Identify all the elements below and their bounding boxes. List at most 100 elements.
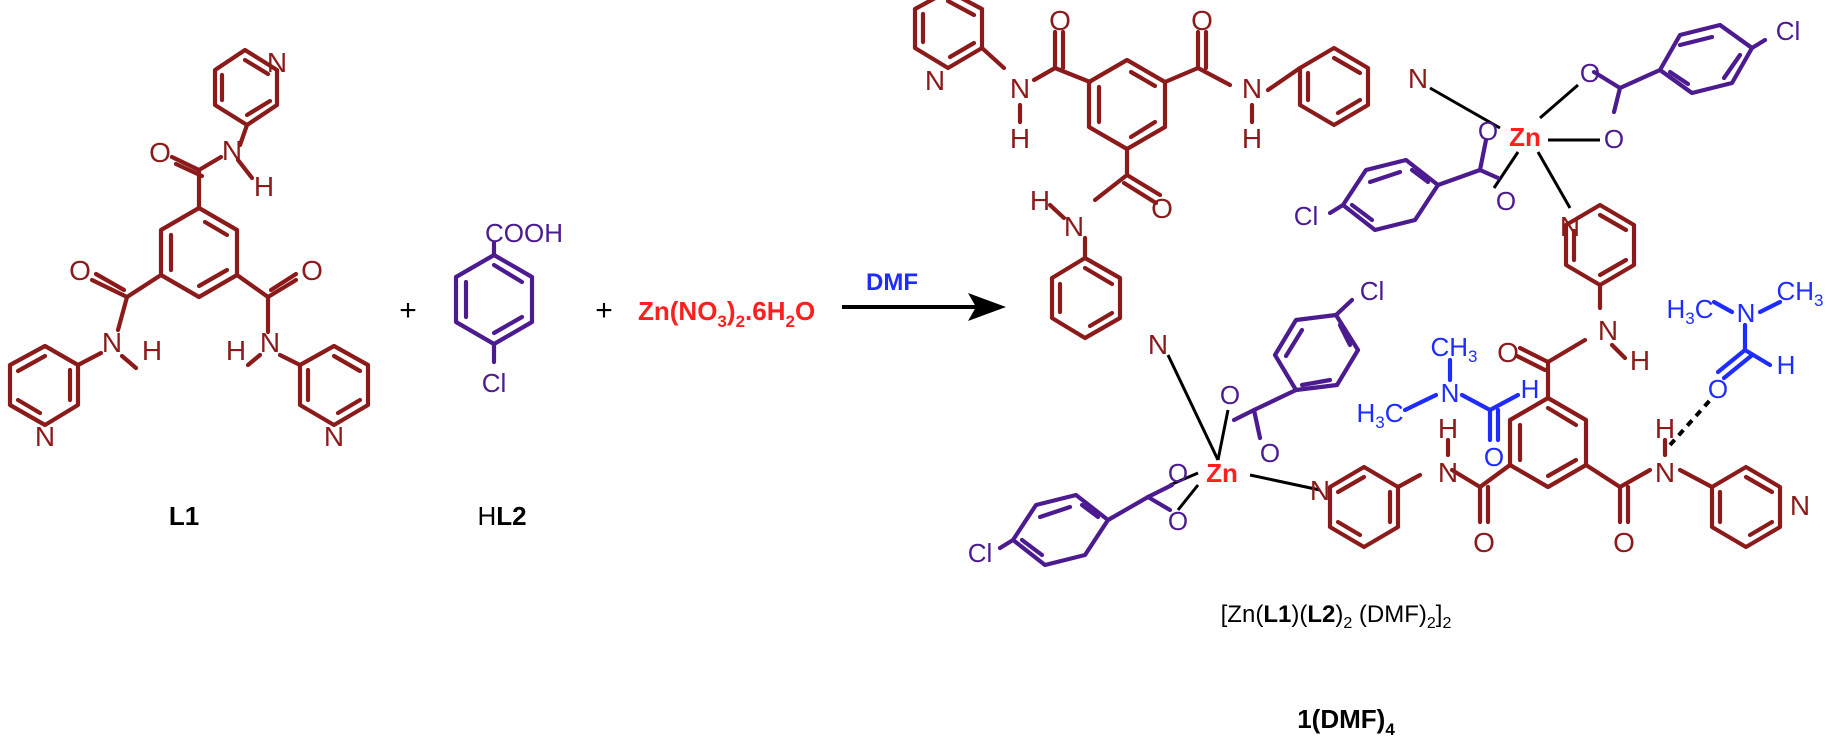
atom-label-o: O <box>1496 186 1516 216</box>
formula-bold: L1 <box>1263 601 1291 628</box>
hl2-bold: L2 <box>496 501 526 531</box>
atom-label-o: O <box>1220 380 1240 410</box>
reagent-subscript: 2 <box>786 312 795 331</box>
atom-label-h: H <box>1655 413 1675 444</box>
reagent-part: O <box>795 296 815 326</box>
ligand-l1-structure <box>7 47 371 428</box>
atom-label-n: N <box>222 135 242 166</box>
atom-label-h: H <box>1521 374 1540 404</box>
reagent-subscript: 3 <box>717 312 726 331</box>
methyl-group: CH3 <box>1430 332 1477 366</box>
atom-label-n: N <box>1242 73 1262 104</box>
atom-label-o: O <box>1604 124 1624 154</box>
product-ligand-l1-top <box>912 0 1371 341</box>
product-label: 1(DMF)4 <box>1297 704 1395 739</box>
ligand-l1-atom-labels: N O N H O N H N O H N N <box>35 47 344 452</box>
product-l1-bottom-atom-labels: N N H O H N O N O H N N <box>1310 211 1810 558</box>
atom-label-o: O <box>1580 58 1600 88</box>
zinc-nitrate-reagent: Zn(NO3)2.6H2O <box>638 296 815 331</box>
reagent-part: .6H <box>745 296 785 326</box>
atom-label-o: O <box>149 137 171 168</box>
atom-label-n: N <box>1408 63 1428 94</box>
plus-sign: + <box>595 294 613 327</box>
arrow-head <box>968 293 1006 321</box>
cooh-group: COOH <box>485 218 563 248</box>
atom-label-o: O <box>69 255 91 286</box>
dmf-molecules <box>1402 299 1783 443</box>
ligand-hl2-structure <box>453 240 535 365</box>
atom-label-cl: Cl <box>1360 276 1385 306</box>
plus-sign: + <box>399 294 417 327</box>
atom-label-n: N <box>925 65 945 96</box>
product-l1-top-atom-labels: N N H O O N H N O H N N <box>925 5 1428 360</box>
atom-label-o: O <box>1708 374 1728 404</box>
reaction-arrow <box>842 293 1006 321</box>
l1-label: L1 <box>169 501 199 531</box>
formula-part: [Zn( <box>1221 601 1264 628</box>
atom-label-cl: Cl <box>482 368 507 398</box>
hydrogen-bond <box>1668 396 1714 447</box>
zinc-atom: Zn <box>1206 458 1238 488</box>
hl2-prefix: H <box>477 501 496 531</box>
reagent-part: ) <box>727 296 736 326</box>
atom-label-o: O <box>1049 5 1071 36</box>
atom-label-n: N <box>1064 211 1084 242</box>
atom-label-o: O <box>1497 337 1519 368</box>
formula-part: ] <box>1436 601 1443 628</box>
atom-label-o: O <box>1151 193 1173 224</box>
atom-label-cl: Cl <box>968 538 993 568</box>
atom-label-h: H <box>1777 350 1796 380</box>
product-ligand-l1-bottom <box>1327 202 1783 550</box>
atom-label-n: N <box>1737 298 1756 328</box>
methyl-text: H <box>1356 398 1375 428</box>
methyl-group: H3C <box>1666 294 1713 328</box>
atom-label-h: H <box>142 335 162 366</box>
atom-label-o: O <box>1484 442 1504 472</box>
atom-label-n: N <box>35 421 55 452</box>
atom-label-o: O <box>1478 116 1498 146</box>
methyl-group: CH3 <box>1776 276 1823 310</box>
atom-label-h: H <box>1010 123 1030 154</box>
atom-label-n: N <box>1598 315 1618 346</box>
atom-label-h: H <box>254 171 274 202</box>
coordination-bonds <box>1166 83 1600 511</box>
atom-label-cl: Cl <box>1294 201 1319 231</box>
product-l2-atom-labels: O O Cl O O Cl Cl O O O O Cl <box>968 16 1801 568</box>
reagent-part: Zn(NO <box>638 296 717 326</box>
product-ligand-l2-carboxylates <box>997 22 1768 568</box>
formula-bold: L2 <box>1307 601 1335 628</box>
methyl-subscript: 3 <box>1814 291 1823 310</box>
dmf-atom-labels: CH3 N H3C H O H3C N CH3 H O <box>1356 276 1823 472</box>
atom-label-h: H <box>1242 123 1262 154</box>
atom-label-n: N <box>267 47 287 78</box>
atom-label-h: H <box>1438 413 1458 444</box>
methyl-text: CH <box>1430 332 1468 362</box>
arrow-label-dmf: DMF <box>866 269 918 296</box>
methyl-text: C <box>1695 294 1714 324</box>
methyl-group: H3C <box>1356 398 1403 432</box>
methyl-subscript: 3 <box>1685 309 1694 328</box>
atom-label-n: N <box>1148 329 1168 360</box>
atom-label-o: O <box>1191 5 1213 36</box>
formula-subscript: 2 <box>1442 615 1451 632</box>
reagent-subscript: 2 <box>736 312 745 331</box>
formula-subscript: 2 <box>1343 615 1352 632</box>
atom-label-o: O <box>1168 506 1188 536</box>
product-label-main: 1(DMF) <box>1297 704 1385 734</box>
atom-label-h: H <box>1630 345 1650 376</box>
methyl-text: C <box>1385 398 1404 428</box>
atom-label-n: N <box>1010 73 1030 104</box>
atom-label-n: N <box>1790 490 1810 521</box>
atom-label-n: N <box>1310 475 1330 506</box>
product-label-subscript: 4 <box>1385 720 1395 739</box>
hl2-label: HL2 <box>477 501 526 531</box>
atom-label-o: O <box>1260 438 1280 468</box>
methyl-text: H <box>1666 294 1685 324</box>
formula-subscript: 2 <box>1427 615 1436 632</box>
atom-label-cl: Cl <box>1776 16 1801 46</box>
zinc-atom: Zn <box>1509 122 1541 152</box>
atom-label-n: N <box>260 327 280 358</box>
atom-label-h: H <box>1030 185 1050 216</box>
atom-label-o: O <box>1613 527 1635 558</box>
